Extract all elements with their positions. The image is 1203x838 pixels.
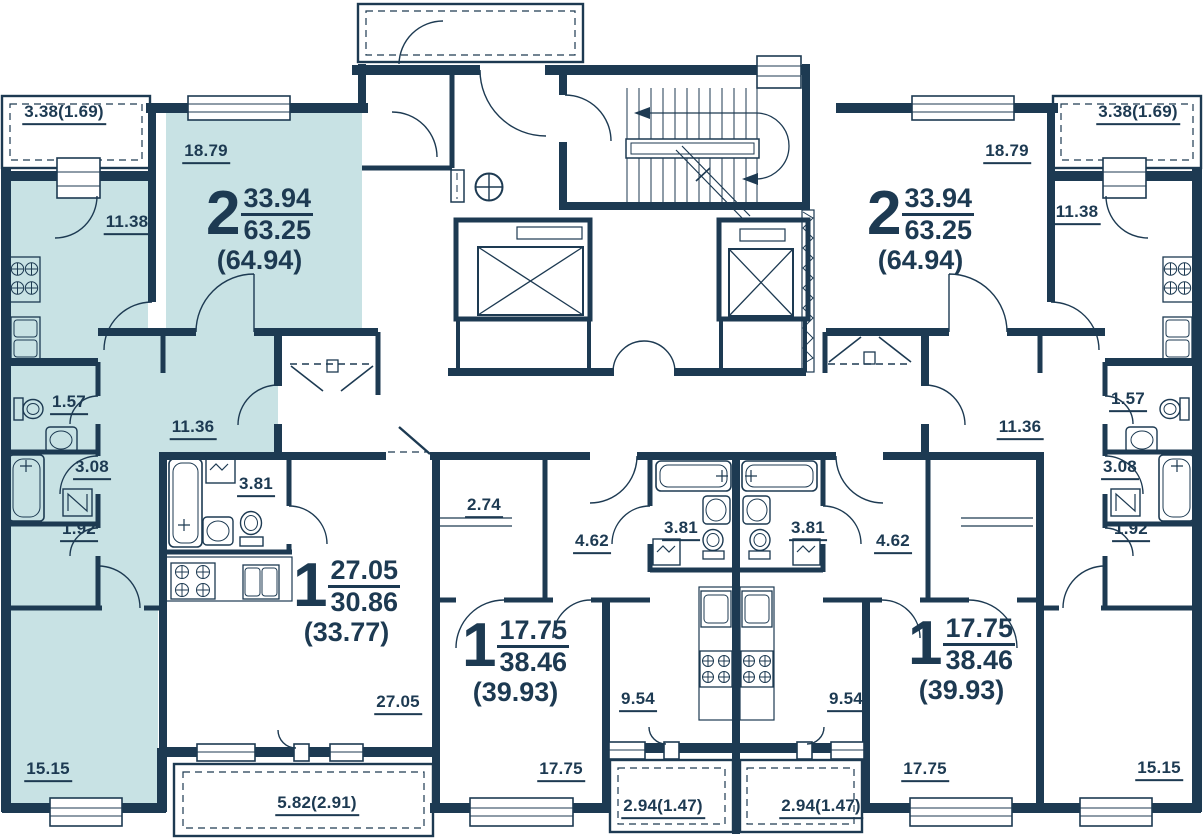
label-room-center-left: 17.75 [537, 759, 585, 782]
label-bedroom-right: 15.15 [1135, 758, 1183, 781]
label-room-left: 18.79 [182, 141, 230, 164]
label-living-left-1room: 27.05 [374, 692, 422, 715]
apartment-area: 38.46 [945, 645, 1014, 676]
partition-walls [6, 70, 1197, 611]
label-balcony-center-right: 2.94(1.47) [779, 796, 863, 819]
windows [49, 55, 1153, 827]
fixtures-left-1room [164, 456, 293, 602]
highlighted-apartment-region[interactable] [6, 112, 362, 810]
label-kitchen-right: 11.38 [1053, 202, 1101, 225]
apartment-rooms-count: 2 [867, 179, 902, 249]
vent-shaft-icon [450, 169, 504, 203]
fixtures-center-right [739, 460, 821, 721]
apartment-rooms-count: 1 [462, 611, 497, 681]
apartment-living-area: 27.05 [328, 555, 401, 589]
label-balcony-center-left: 2.94(1.47) [621, 796, 705, 819]
apartment-living-area: 33.94 [241, 183, 314, 217]
elevator-shafts [453, 209, 815, 373]
label-hall-center-right: 4.62 [874, 531, 912, 554]
apartment-area: 63.25 [243, 215, 312, 246]
fixtures-left-apartment [8, 256, 93, 522]
label-wc-left: 1.57 [50, 392, 88, 415]
apartment-rooms-count: 2 [206, 179, 241, 249]
apartment-rooms-count: 1 [293, 551, 328, 621]
fixtures-right-apartment [1110, 256, 1195, 522]
label-bedroom-left: 15.15 [24, 759, 72, 782]
apartment-area: 63.25 [904, 215, 973, 246]
label-room-right: 18.79 [983, 141, 1031, 164]
label-kitchen-left: 11.38 [103, 212, 151, 235]
label-closet-left-1room: 2.74 [465, 495, 503, 518]
apartment-card-right-2room[interactable]: 2 33.94 63.25 (64.94) [867, 179, 975, 276]
label-bath-center-left: 3.81 [662, 518, 700, 541]
fixtures-center-left [652, 460, 734, 721]
staircase [625, 88, 790, 221]
apartment-living-area: 17.75 [943, 613, 1016, 647]
label-kitchen-center-left: 9.54 [619, 689, 657, 712]
label-corridor-right: 11.36 [996, 417, 1044, 440]
label-bath-left-1room: 3.81 [237, 474, 275, 497]
apartment-total-area: (39.93) [472, 677, 559, 708]
label-hall-right: 1.92 [1112, 519, 1150, 542]
apartment-area: 30.86 [330, 587, 399, 618]
label-corridor-left: 11.36 [169, 417, 217, 440]
apartment-card-left-2room[interactable]: 2 33.94 63.25 (64.94) [206, 179, 314, 276]
label-hall-center-left: 4.62 [573, 531, 611, 554]
label-balcony-left-1room: 5.82(2.91) [275, 793, 359, 816]
label-bath-right: 3.08 [1101, 457, 1139, 480]
apartment-card-left-1room[interactable]: 1 27.05 30.86 (33.77) [293, 551, 401, 648]
wardrobe-niches [290, 336, 1033, 527]
label-balcony-right: 3.38(1.69) [1096, 102, 1180, 125]
apartment-living-area: 17.75 [497, 615, 570, 649]
label-bath-center-right: 3.81 [789, 518, 827, 541]
apartment-living-area: 33.94 [902, 183, 975, 217]
apartment-card-center-left-1room[interactable]: 1 17.75 38.46 (39.93) [462, 611, 570, 708]
door-arcs [54, 20, 1149, 749]
label-room-center-right: 17.75 [901, 759, 949, 782]
apartment-total-area: (33.77) [303, 617, 390, 648]
apartment-rooms-count: 1 [908, 609, 943, 679]
label-bath-left: 3.08 [73, 457, 111, 480]
label-hall-left: 1.92 [60, 519, 98, 542]
apartment-card-center-right-1room[interactable]: 1 17.75 38.46 (39.93) [908, 609, 1016, 706]
label-wc-right: 1.57 [1109, 389, 1147, 412]
apartment-total-area: (64.94) [877, 245, 964, 276]
apartment-area: 38.46 [499, 647, 568, 678]
label-balcony-left: 3.38(1.69) [22, 102, 106, 125]
apartment-total-area: (64.94) [216, 245, 303, 276]
apartment-total-area: (39.93) [918, 675, 1005, 706]
label-kitchen-center-right: 9.54 [827, 689, 865, 712]
